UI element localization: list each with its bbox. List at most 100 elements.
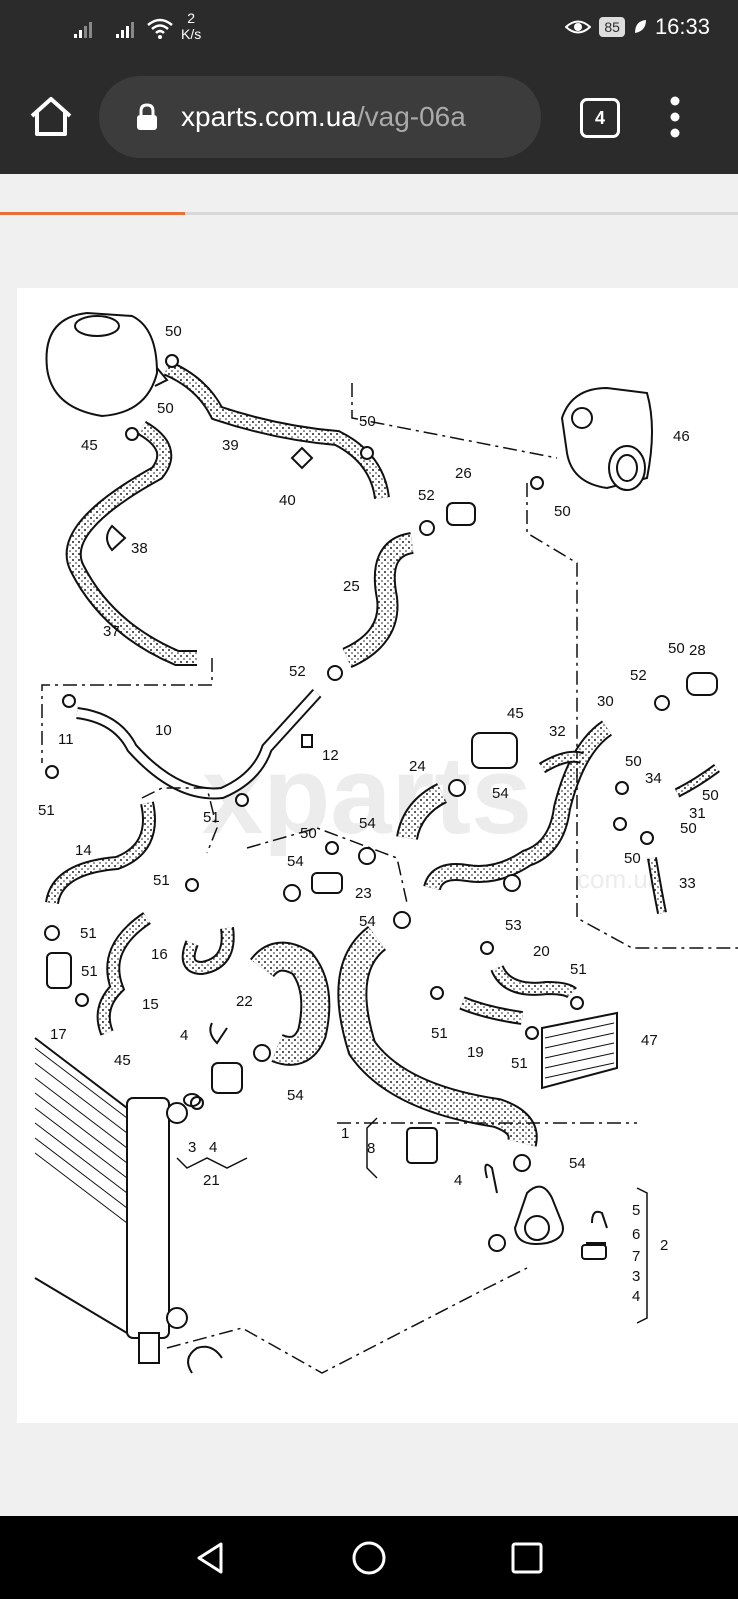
home-icon[interactable] [26,92,76,142]
part-number-labels: 1233444456781011121415161719202122232425… [38,323,719,1305]
part-label-4-2: 4 [209,1139,217,1156]
eye-comfort-icon [565,20,592,34]
part-label-3: 3 [188,1139,196,1156]
signal-icon-2 [116,22,134,38]
part-label-7: 7 [632,1248,640,1265]
part-label-11: 11 [58,731,74,748]
part-label-51-7: 51 [511,1055,528,1072]
part-label-37: 37 [103,623,120,640]
part-label-50-3: 50 [359,413,376,430]
signal-icon [74,22,92,38]
part-label-6: 6 [632,1226,640,1243]
part-label-51-5: 51 [81,963,98,980]
part-label-8: 8 [367,1140,375,1157]
part-label-5: 5 [632,1202,640,1219]
part-label-50-5: 50 [668,640,685,657]
part-label-31: 31 [689,805,706,822]
watermark-domain: com.ua [577,864,663,894]
part-label-52-2: 52 [289,663,306,680]
part-label-50-7: 50 [300,825,317,842]
part-label-3-2: 3 [632,1268,640,1285]
part-label-50-4: 50 [554,503,571,520]
part-label-14: 14 [75,842,92,859]
hose-clamps [44,354,670,1172]
part-label-46: 46 [673,428,690,445]
part-label-24: 24 [409,758,426,775]
part-label-50-8: 50 [624,850,641,867]
part-label-17: 17 [50,1026,67,1043]
part-label-26: 26 [455,465,472,482]
part-label-2: 2 [660,1237,668,1254]
load-progress-fill [0,212,185,215]
part-label-40: 40 [279,492,296,509]
part-label-50-6: 50 [625,753,642,770]
part-label-39: 39 [222,437,239,454]
back-icon[interactable] [191,1538,231,1578]
part-label-54-4: 54 [359,913,376,930]
part-label-22: 22 [236,993,253,1010]
part-label-1: 1 [341,1125,349,1142]
overflow-menu-icon[interactable] [668,96,682,138]
part-label-19: 19 [467,1044,484,1061]
radiator [34,1037,188,1364]
part-label-54: 54 [492,785,509,802]
part-label-52-3: 52 [630,667,647,684]
home-nav-icon[interactable] [349,1538,389,1578]
parts-diagram[interactable]: xparts com.ua [17,288,738,1541]
bracket-lines [176,1117,648,1324]
part-label-16: 16 [151,946,168,963]
part-label-54-6: 54 [569,1155,586,1172]
battery-indicator: 85 [599,17,625,37]
part-label-32: 32 [549,723,566,740]
part-label-4: 4 [180,1027,188,1044]
browser-toolbar: xparts.com.ua/vag-06a 4 [0,60,738,174]
network-speed: 2 K/s [181,10,201,42]
address-bar[interactable]: xparts.com.ua/vag-06a [99,76,541,158]
part-label-30: 30 [597,693,614,710]
system-nav-bar [0,1516,738,1599]
lock-icon [137,103,157,130]
part-label-4-4: 4 [632,1288,640,1305]
part-label-4-3: 4 [454,1172,462,1189]
part-label-45-3: 45 [114,1052,131,1069]
part-label-34: 34 [645,770,662,787]
part-label-51-6: 51 [431,1025,448,1042]
expansion-tank [45,311,169,418]
part-label-51: 51 [38,802,55,819]
part-label-51-2: 51 [203,809,220,826]
url-domain: xparts.com.ua [181,101,357,132]
dashed-guide-lines [41,383,738,1374]
part-label-28: 28 [689,642,706,659]
url-path: /vag-06a [356,101,466,132]
part-label-50-9: 50 [680,820,697,837]
part-label-25: 25 [343,578,360,595]
part-label-54-5: 54 [287,1087,304,1104]
status-right: 85 16:33 [565,14,710,40]
recents-icon[interactable] [507,1538,547,1578]
coolant-hoses [45,360,720,1147]
part-label-54-3: 54 [287,853,304,870]
throttle-body [560,386,653,491]
tab-switcher-button[interactable]: 4 [580,98,620,138]
part-label-50-2: 50 [157,400,174,417]
oil-cooler [541,1011,618,1090]
status-bar: 2 K/s 85 16:33 [0,0,738,60]
part-label-21: 21 [203,1172,220,1189]
speed-value: 2 [187,10,196,26]
part-label-33: 33 [679,875,696,892]
load-progress-track [0,212,738,215]
part-label-54-2: 54 [359,815,376,832]
part-label-51-4: 51 [80,925,97,942]
cooling-system-diagram: xparts com.ua [34,311,738,1541]
part-label-23: 23 [355,885,372,902]
part-label-38: 38 [131,540,148,557]
part-label-50: 50 [165,323,182,340]
part-label-15: 15 [142,996,159,1013]
part-label-51-3: 51 [153,872,170,889]
part-label-50-10: 50 [702,787,719,804]
part-label-20: 20 [533,943,550,960]
part-label-52: 52 [418,487,435,504]
part-label-47: 47 [641,1032,658,1049]
part-label-51-8: 51 [570,961,587,978]
part-label-45-2: 45 [507,705,524,722]
